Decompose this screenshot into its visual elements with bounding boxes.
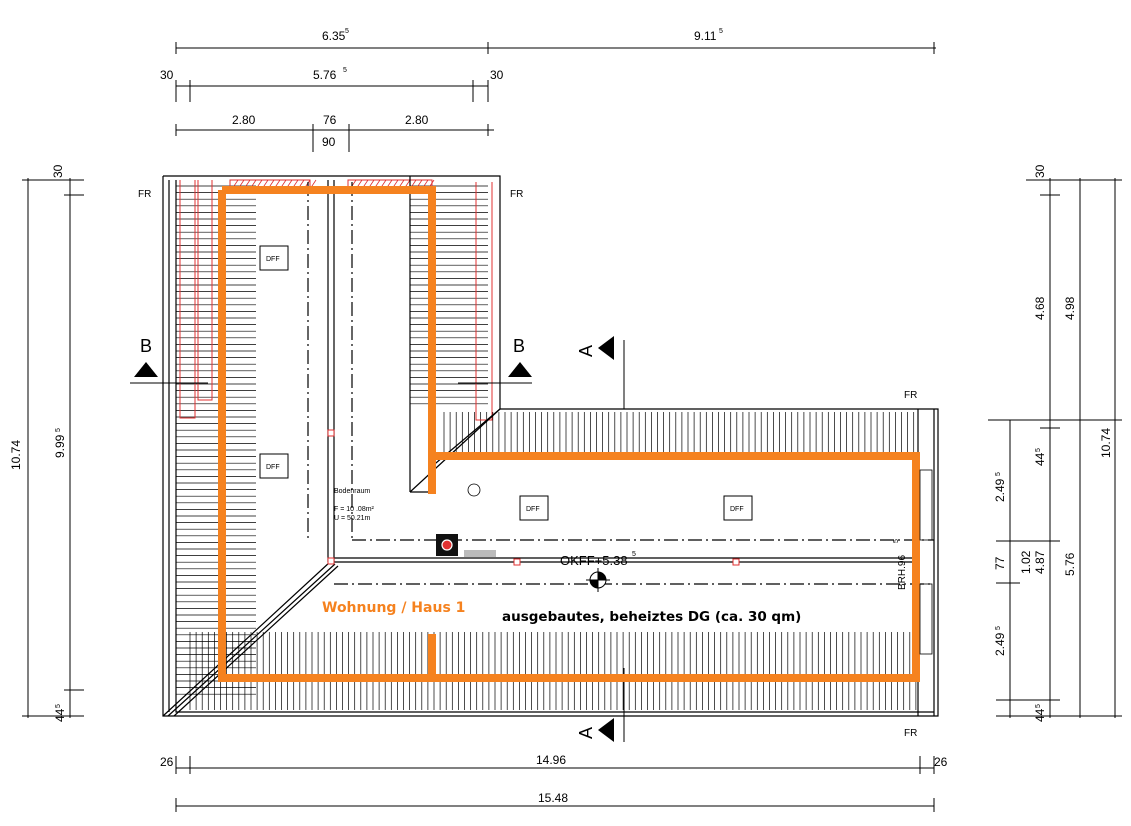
dff-window-1: DFF <box>266 256 280 263</box>
dim-top-635-sup: 5 <box>345 28 349 35</box>
apartment-labels: Wohnung / Haus 1 ausgebautes, beheiztes … <box>322 600 801 625</box>
right-dimensions: 30 4.68 4.98 44 5 10.74 2.49 5 77 1.02 4… <box>988 164 1122 722</box>
dim-bottom-26-left: 26 <box>160 755 174 769</box>
dim-top-576: 5.76 <box>313 68 337 82</box>
dim-top-635: 6.35 <box>322 29 346 43</box>
bottom-dimensions: 26 14.96 26 15.48 <box>160 753 948 812</box>
center-lines <box>130 182 934 742</box>
room-info: Bodenraum F = 10 .08m² U = 50.21m <box>334 488 375 522</box>
section-b-left: B <box>140 336 152 356</box>
level-marker: OKFF+5.38 5 <box>560 551 636 592</box>
dim-right-249-bottom: 2.49 <box>993 632 1007 656</box>
label-fr-top-right: FR <box>510 189 523 200</box>
dff-window-2: DFF <box>266 464 280 471</box>
room-name: Bodenraum <box>334 488 370 495</box>
dim-right-102: 1.02 <box>1019 550 1033 574</box>
dim-right-249-top: 2.49 <box>993 478 1007 502</box>
dim-top-90: 90 <box>322 135 336 149</box>
top-dimensions: 6.35 5 9.11 5 30 5.76 5 30 2.80 76 2.80 … <box>160 28 936 152</box>
dim-right-44-top-sup: 5 <box>1035 448 1042 452</box>
dim-bottom-1548: 15.48 <box>538 791 568 805</box>
dim-top-280-b: 2.80 <box>405 113 429 127</box>
dim-left-999: 9.99 <box>53 434 67 458</box>
dim-right-249-bottom-sup: 5 <box>995 626 1002 630</box>
roof-hatch-bottom-right <box>189 632 917 710</box>
brh-label-sup: 5 <box>893 539 900 543</box>
label-fr-bottom: FR <box>904 728 917 739</box>
okff-level-sup: 5 <box>632 551 636 558</box>
dim-right-249-top-sup: 5 <box>995 472 1002 476</box>
roof-hatch-top-right <box>443 412 915 452</box>
dim-right-498: 4.98 <box>1063 296 1077 320</box>
dim-right-1074: 10.74 <box>1099 428 1113 458</box>
dim-right-576: 5.76 <box>1063 552 1077 576</box>
dim-left-44-sup: 5 <box>55 704 62 708</box>
section-a-top: A <box>576 345 596 357</box>
parapet-height: BRH.96 5 <box>893 469 933 655</box>
roof-hatch-left <box>176 185 256 695</box>
label-fr-top-left: FR <box>138 189 151 200</box>
apartment-outline <box>218 186 920 682</box>
dim-right-44-bottom-sup: 5 <box>1035 704 1042 708</box>
dim-right-30: 30 <box>1033 164 1047 178</box>
dim-top-911: 9.11 <box>694 29 717 43</box>
section-a-bottom: A <box>576 727 596 739</box>
dim-top-280-a: 2.80 <box>232 113 256 127</box>
dim-right-77: 77 <box>993 556 1007 570</box>
okff-level: OKFF+5.38 <box>560 553 628 568</box>
room-perimeter: U = 50.21m <box>334 515 371 522</box>
brh-label: BRH.96 <box>897 555 908 590</box>
dim-top-30-left: 30 <box>160 68 174 82</box>
dim-bottom-26-right: 26 <box>934 755 948 769</box>
dim-bottom-1496: 14.96 <box>536 753 566 767</box>
dim-right-44-top: 44 <box>1033 452 1047 466</box>
dim-left-999-sup: 5 <box>55 428 62 432</box>
dim-right-44-bottom: 44 <box>1033 708 1047 722</box>
building-outline <box>162 175 939 717</box>
dff-windows: DFF DFF DFF DFF <box>259 245 753 521</box>
dim-top-30-right: 30 <box>490 68 504 82</box>
dff-window-3: DFF <box>526 506 540 513</box>
label-fr-right: FR <box>904 390 917 401</box>
apartment-name: Wohnung / Haus 1 <box>322 600 465 616</box>
roof-labels: FR FR FR FR <box>138 189 917 739</box>
dff-window-4: DFF <box>730 506 744 513</box>
dim-top-76: 76 <box>323 113 337 127</box>
dim-right-487: 4.87 <box>1033 550 1047 574</box>
dim-left-1074: 10.74 <box>9 440 23 470</box>
section-b-right: B <box>513 336 525 356</box>
dim-top-911-sup: 5 <box>719 28 723 35</box>
section-markers: B B A A <box>134 336 614 742</box>
dim-right-468: 4.68 <box>1033 296 1047 320</box>
left-dimensions: 30 10.74 9.99 5 44 5 <box>9 164 84 722</box>
chimney-symbol <box>327 429 740 566</box>
apartment-description: ausgebautes, beheiztes DG (ca. 30 qm) <box>502 609 801 625</box>
dim-top-576-sup: 5 <box>343 67 347 74</box>
dim-left-30: 30 <box>51 164 65 178</box>
room-area: F = 10 .08m² <box>334 506 375 513</box>
dim-left-44: 44 <box>53 708 67 722</box>
